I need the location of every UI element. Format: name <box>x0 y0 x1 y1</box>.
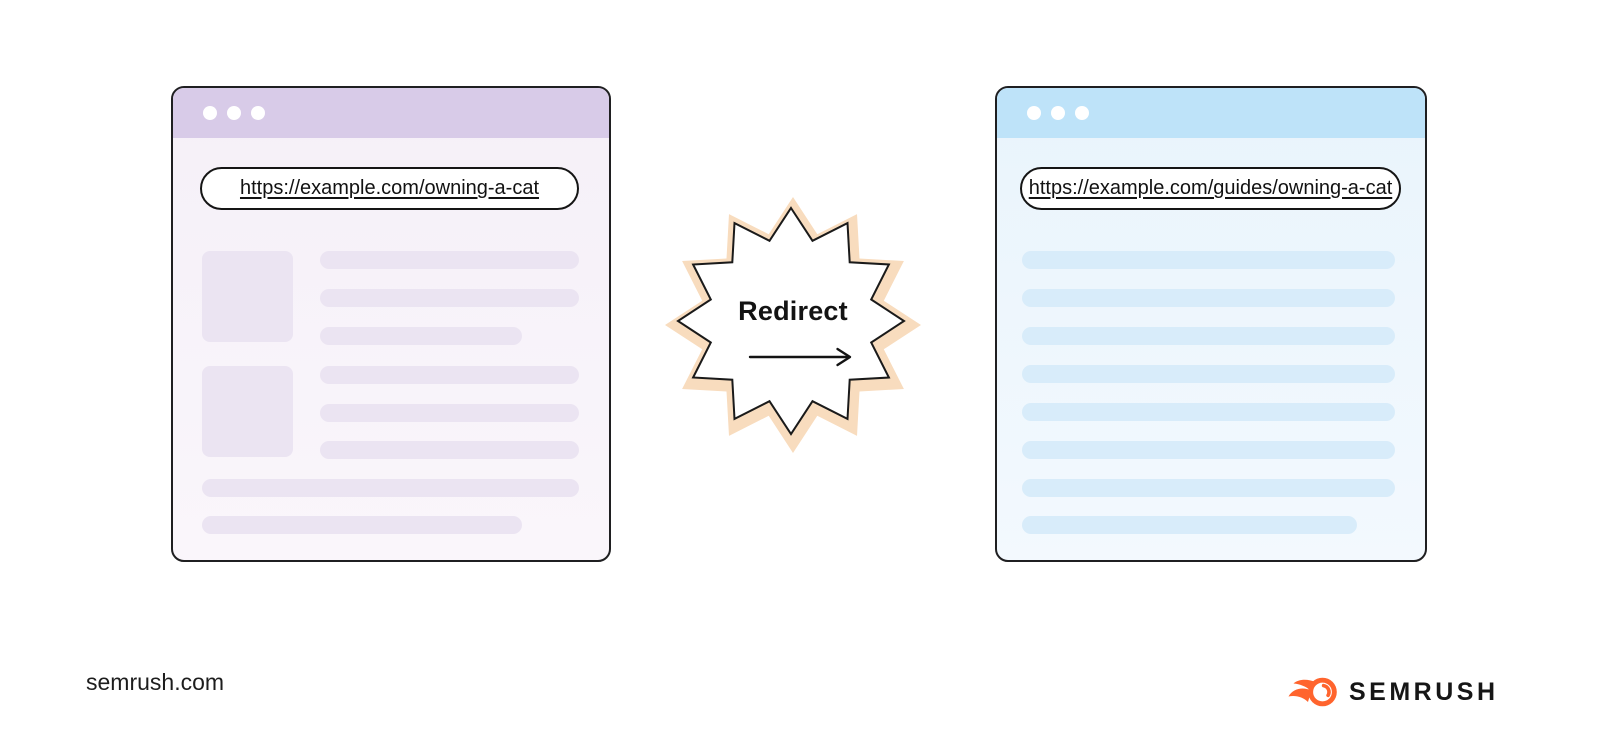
window-dot <box>203 106 217 120</box>
url-text-destination: https://example.com/guides/owning-a-cat <box>1028 177 1393 199</box>
skeleton-text-line <box>202 479 579 497</box>
titlebar <box>997 88 1425 138</box>
redirect-label: Redirect <box>738 296 848 326</box>
titlebar <box>173 88 609 138</box>
skeleton-text-line <box>320 404 579 422</box>
skeleton-text-line <box>320 366 579 384</box>
semrush-logo: SEMRUSH <box>1288 676 1499 708</box>
window-dot <box>1051 106 1065 120</box>
starburst-outline <box>676 206 906 436</box>
skeleton-text-line <box>320 327 522 345</box>
url-text-original: https://example.com/owning-a-cat <box>239 177 540 199</box>
redirect-starburst: Redirect <box>651 181 935 469</box>
skeleton-text-line <box>1022 251 1395 269</box>
skeleton-text-line <box>1022 327 1395 345</box>
skeleton-image-block <box>202 251 293 342</box>
window-dot <box>1075 106 1089 120</box>
window-dot <box>227 106 241 120</box>
skeleton-text-line <box>1022 479 1395 497</box>
window-dot <box>1027 106 1041 120</box>
skeleton-text-line <box>1022 403 1395 421</box>
skeleton-text-line <box>320 289 579 307</box>
starburst-shape <box>665 197 921 453</box>
skeleton-text-line <box>320 251 579 269</box>
skeleton-text-line <box>1022 441 1395 459</box>
source-site-label: semrush.com <box>86 669 225 695</box>
skeleton-text-line <box>202 516 522 534</box>
browser-window-original: https://example.com/owning-a-cat <box>171 86 611 562</box>
semrush-wordmark: SEMRUSH <box>1349 678 1499 706</box>
url-bar-original[interactable]: https://example.com/owning-a-cat <box>200 167 579 210</box>
skeleton-text-line <box>1022 516 1357 534</box>
semrush-flame-icon <box>1288 677 1337 706</box>
skeleton-image-block <box>202 366 293 457</box>
skeleton-text-line <box>320 441 579 459</box>
skeleton-text-line <box>1022 365 1395 383</box>
right-arrow-icon <box>748 347 852 367</box>
browser-window-destination: https://example.com/guides/owning-a-cat <box>995 86 1427 562</box>
url-bar-destination[interactable]: https://example.com/guides/owning-a-cat <box>1020 167 1401 210</box>
skeleton-text-line <box>1022 289 1395 307</box>
window-dot <box>251 106 265 120</box>
